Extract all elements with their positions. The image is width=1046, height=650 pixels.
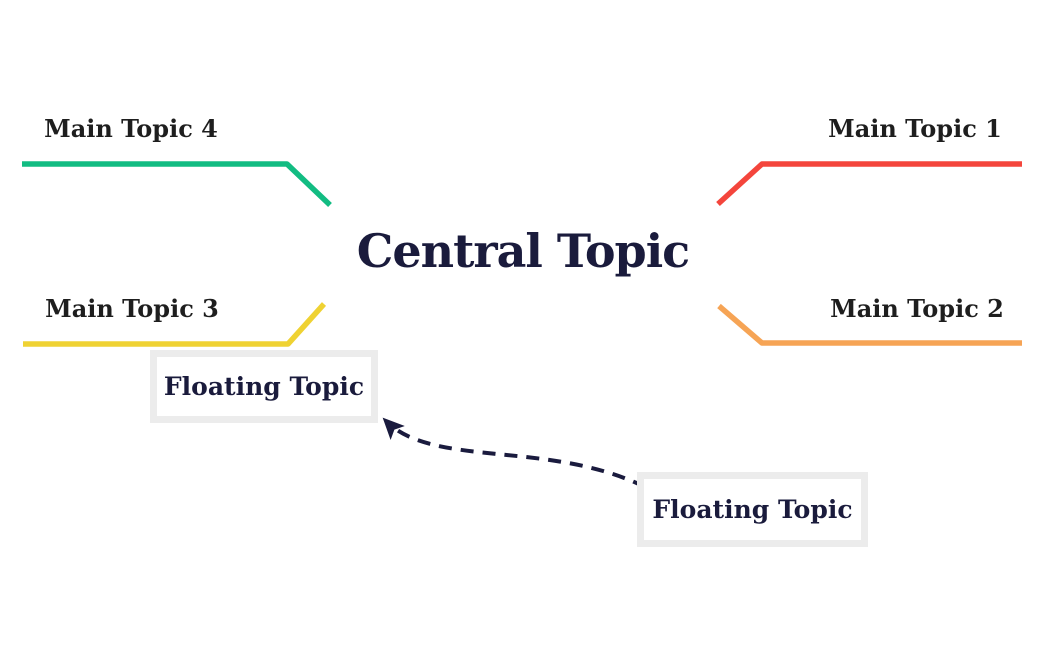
floating-topic-2[interactable]: Floating Topic xyxy=(637,472,868,547)
relationship-dashed-arrow[interactable] xyxy=(382,417,646,489)
main-topic-1[interactable]: Main Topic 1 xyxy=(828,114,1002,143)
floating-topic-2-label: Floating Topic xyxy=(652,495,853,524)
branch-line-main-topic-3 xyxy=(23,302,327,347)
central-topic[interactable]: Central Topic xyxy=(356,224,690,278)
branch-line-main-topic-4 xyxy=(22,161,332,207)
branch-line-main-topic-2 xyxy=(717,303,1022,346)
main-topic-2[interactable]: Main Topic 2 xyxy=(830,294,1004,323)
branch-line-main-topic-1 xyxy=(716,161,1022,207)
floating-topic-1-label: Floating Topic xyxy=(163,372,365,401)
main-topic-3[interactable]: Main Topic 3 xyxy=(45,294,219,323)
floating-topic-1[interactable]: Floating Topic xyxy=(150,350,378,423)
main-topic-4[interactable]: Main Topic 4 xyxy=(44,114,218,143)
